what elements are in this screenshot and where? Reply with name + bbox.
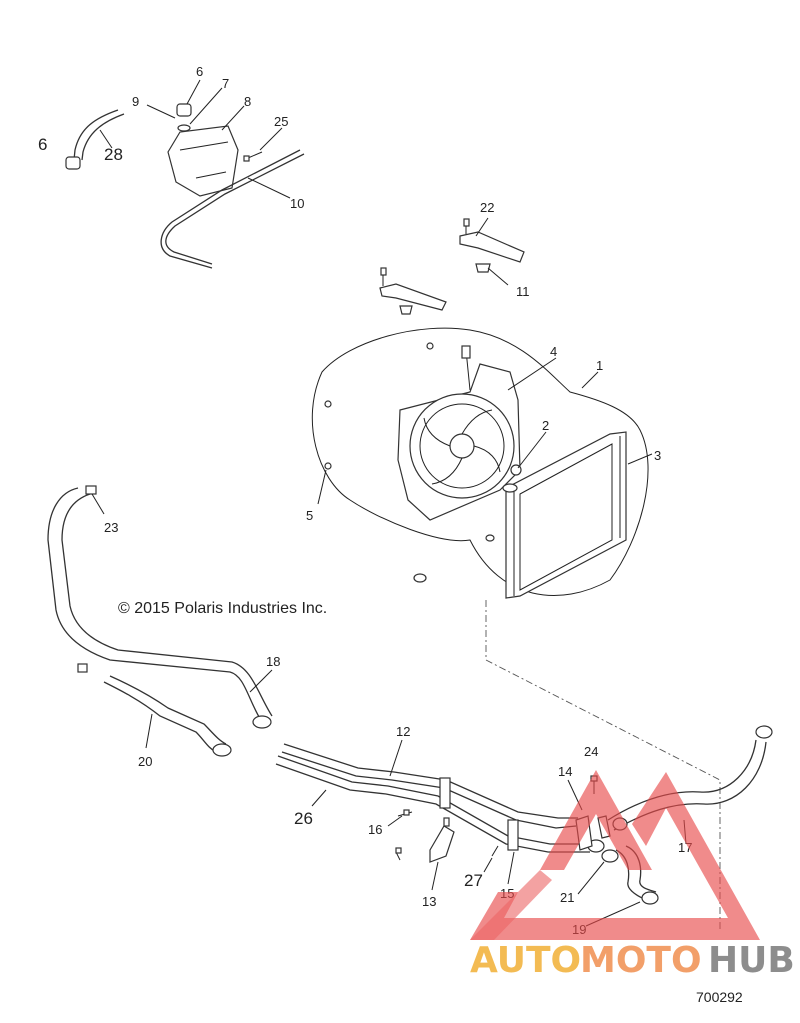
callout-4: 4 [550,344,557,359]
callout-2: 2 [542,418,549,433]
watermark-brand-auto: AUTO [470,940,581,981]
callout-28: 28 [104,145,123,164]
callout-24: 24 [584,744,598,759]
callout-22: 22 [480,200,494,215]
callout-20: 20 [138,754,152,769]
callout-21: 21 [560,890,574,905]
callout-12: 12 [396,724,410,739]
watermark-logo: AUTO MOTO HUB [470,770,795,981]
callout-10: 10 [290,196,304,211]
callout-18: 18 [266,654,280,669]
callout-9: 9 [132,94,139,109]
callout-26: 26 [294,809,313,828]
upper-bracket-group [379,217,525,315]
callout-6-left: 6 [38,135,47,154]
callout-7: 7 [222,76,229,91]
callout-16: 16 [368,822,382,837]
alignment-guide [485,600,721,930]
callout-8: 8 [244,94,251,109]
callout-6-top: 6 [196,64,203,79]
callout-11: 11 [516,284,530,299]
callout-25: 25 [274,114,288,129]
copyright-text: © 2015 Polaris Industries Inc. [118,600,327,617]
callout-leaders-top [99,79,291,199]
callout-5: 5 [306,508,313,523]
left-hose-group [47,485,273,757]
callout-27: 27 [464,871,483,890]
callout-23: 23 [104,520,118,535]
callout-3: 3 [654,448,661,463]
diagram-number: 700292 [696,989,743,1005]
watermark-triangle [540,770,652,870]
fan-radiator-assembly [311,327,653,599]
callout-13: 13 [422,894,436,909]
coolant-reservoir-group [65,103,305,269]
watermark-brand-moto: MOTO [580,940,702,981]
callout-labels: 6 7 8 9 25 6 28 10 22 11 1 4 2 3 5 23 18… [38,64,692,937]
watermark-brand-hub: HUB [708,940,795,981]
callout-1: 1 [596,358,603,373]
callout-14: 14 [558,764,572,779]
